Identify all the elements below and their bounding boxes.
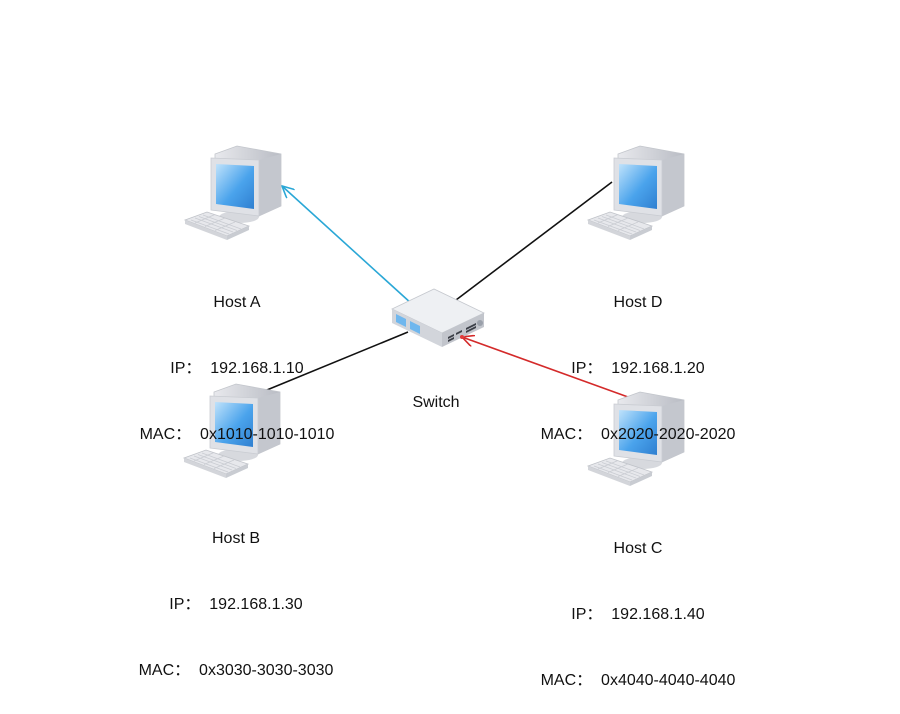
host-d-mac: MAC： 0x2020-2020-2020	[540, 426, 736, 443]
host-d-computer-icon	[587, 145, 685, 241]
link-switch-to-host-d	[455, 181, 613, 301]
host-b-ip: IP： 192.168.1.30	[169, 596, 303, 613]
switch-name: Switch	[412, 394, 460, 411]
host-a-mac: MAC： 0x1010-1010-1010	[139, 426, 335, 443]
link-switch-to-host-b	[261, 331, 409, 393]
link-switch-to-host-a	[282, 186, 413, 305]
host-b-mac: MAC： 0x3030-3030-3030	[138, 662, 334, 679]
host-d-ip: IP： 192.168.1.20	[571, 360, 705, 377]
host-c-ip: IP： 192.168.1.40	[571, 606, 705, 623]
host-a-ip: IP： 192.168.1.10	[170, 360, 304, 377]
host-a-label: Host A IP： 192.168.1.10 MAC： 0x1010-1010…	[140, 248, 335, 468]
switch-label: Switch	[412, 348, 459, 436]
network-diagram	[183, 145, 685, 487]
host-b-label: Host B IP： 192.168.1.30 MAC： 0x3030-3030…	[139, 484, 334, 704]
host-d-name: Host D	[613, 294, 663, 311]
host-c-name: Host C	[613, 540, 663, 557]
host-a-name: Host A	[213, 294, 261, 311]
host-c-label: Host C IP： 192.168.1.40 MAC： 0x4040-4040…	[541, 494, 736, 714]
host-b-name: Host B	[211, 530, 261, 547]
host-a-computer-icon	[184, 145, 282, 241]
link-host-c-to-switch	[462, 337, 629, 398]
host-d-label: Host D IP： 192.168.1.20 MAC： 0x2020-2020…	[541, 248, 736, 468]
network-switch-icon	[391, 288, 485, 347]
host-c-mac: MAC： 0x4040-4040-4040	[540, 672, 736, 689]
